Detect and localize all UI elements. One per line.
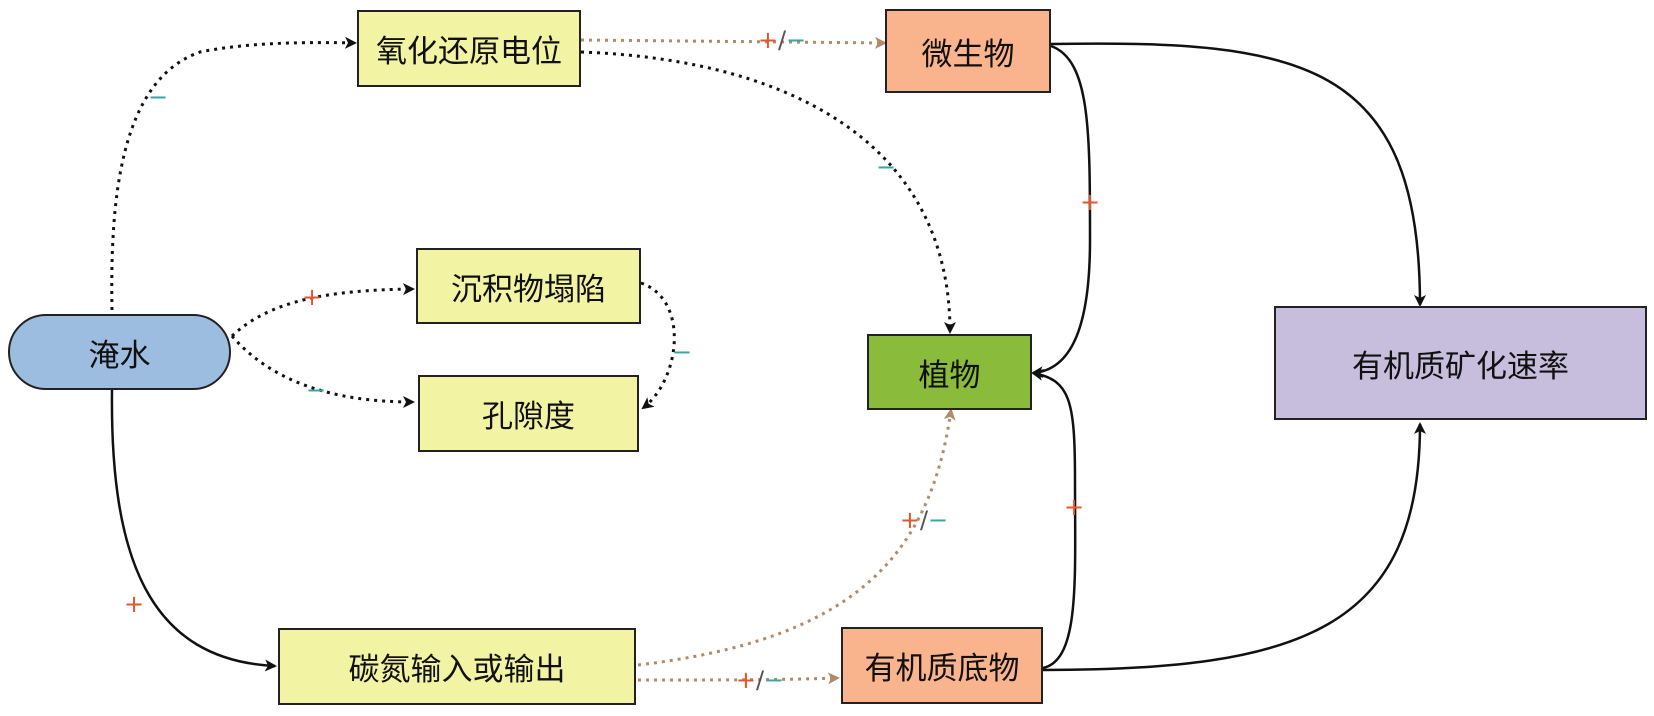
edge-redox-microbe — [580, 36, 887, 49]
sign-cn-substrate-plusminus: +/− — [736, 668, 784, 692]
sign-plus: + — [735, 666, 756, 694]
node-sediment-collapse-label: 沉积物塌陷 — [451, 271, 606, 308]
edge-flooding-porosity — [230, 335, 415, 408]
sign-collapse-porosity-minus: − — [671, 338, 693, 366]
edge-flooding-cn — [110, 389, 277, 672]
node-cn-io-label: 碳氮输入或输出 — [348, 652, 566, 688]
edge-substrate-plant — [1031, 368, 1077, 670]
sign-cn-plant-plusminus: +/− — [900, 508, 948, 532]
edge-microbe-mineralization — [1050, 42, 1426, 307]
sign-redox-plant-minus: − — [875, 153, 897, 181]
sign-minus: − — [764, 666, 785, 694]
sign-microbe-plant-plus: + — [1079, 188, 1101, 216]
sign-flooding-collapse-plus: + — [301, 283, 323, 311]
sign-slash: / — [777, 26, 787, 54]
sign-minus: − — [786, 26, 807, 54]
node-redox: 氧化还原电位 — [357, 10, 581, 87]
node-flooding-label: 淹水 — [88, 337, 151, 374]
node-porosity: 孔隙度 — [418, 375, 639, 452]
node-mineralization-rate-label: 有机质矿化速率 — [1352, 348, 1569, 385]
edge-substrate-mineralization — [1042, 422, 1426, 672]
node-cn-io: 碳氮输入或输出 — [278, 628, 636, 705]
node-microbe-label: 微生物 — [921, 36, 1015, 73]
sign-flooding-redox-minus: − — [147, 83, 169, 111]
sign-slash: / — [919, 506, 929, 534]
node-redox-label: 氧化还原电位 — [376, 34, 562, 70]
sign-plus: + — [757, 26, 778, 54]
sign-redox-microbe-plusminus: +/− — [758, 28, 806, 52]
sign-plus: + — [899, 506, 920, 534]
sign-flooding-cn-plus: + — [123, 590, 145, 618]
node-plant: 植物 — [867, 334, 1032, 410]
edge-collapse-porosity — [640, 281, 676, 410]
node-sediment-collapse: 沉积物塌陷 — [416, 248, 641, 324]
sign-substrate-plant-plus: + — [1063, 493, 1085, 521]
node-porosity-label: 孔隙度 — [482, 399, 575, 435]
node-flooding: 淹水 — [8, 314, 231, 390]
edge-flooding-collapse — [230, 283, 415, 338]
edge-redox-plant — [580, 50, 956, 334]
edge-cn-substrate — [637, 672, 840, 685]
edge-cn-plant — [637, 408, 956, 667]
edge-flooding-redox — [110, 36, 357, 311]
node-microbe: 微生物 — [885, 9, 1051, 93]
sign-slash: / — [755, 666, 765, 694]
sign-flooding-porosity-minus: − — [305, 376, 327, 404]
node-plant-label: 植物 — [918, 357, 981, 394]
node-om-substrate-label: 有机质底物 — [864, 651, 1020, 687]
sign-minus: − — [928, 506, 949, 534]
node-om-substrate: 有机质底物 — [841, 627, 1043, 704]
node-mineralization-rate: 有机质矿化速率 — [1274, 306, 1647, 420]
edge-microbe-plant — [1031, 44, 1092, 379]
